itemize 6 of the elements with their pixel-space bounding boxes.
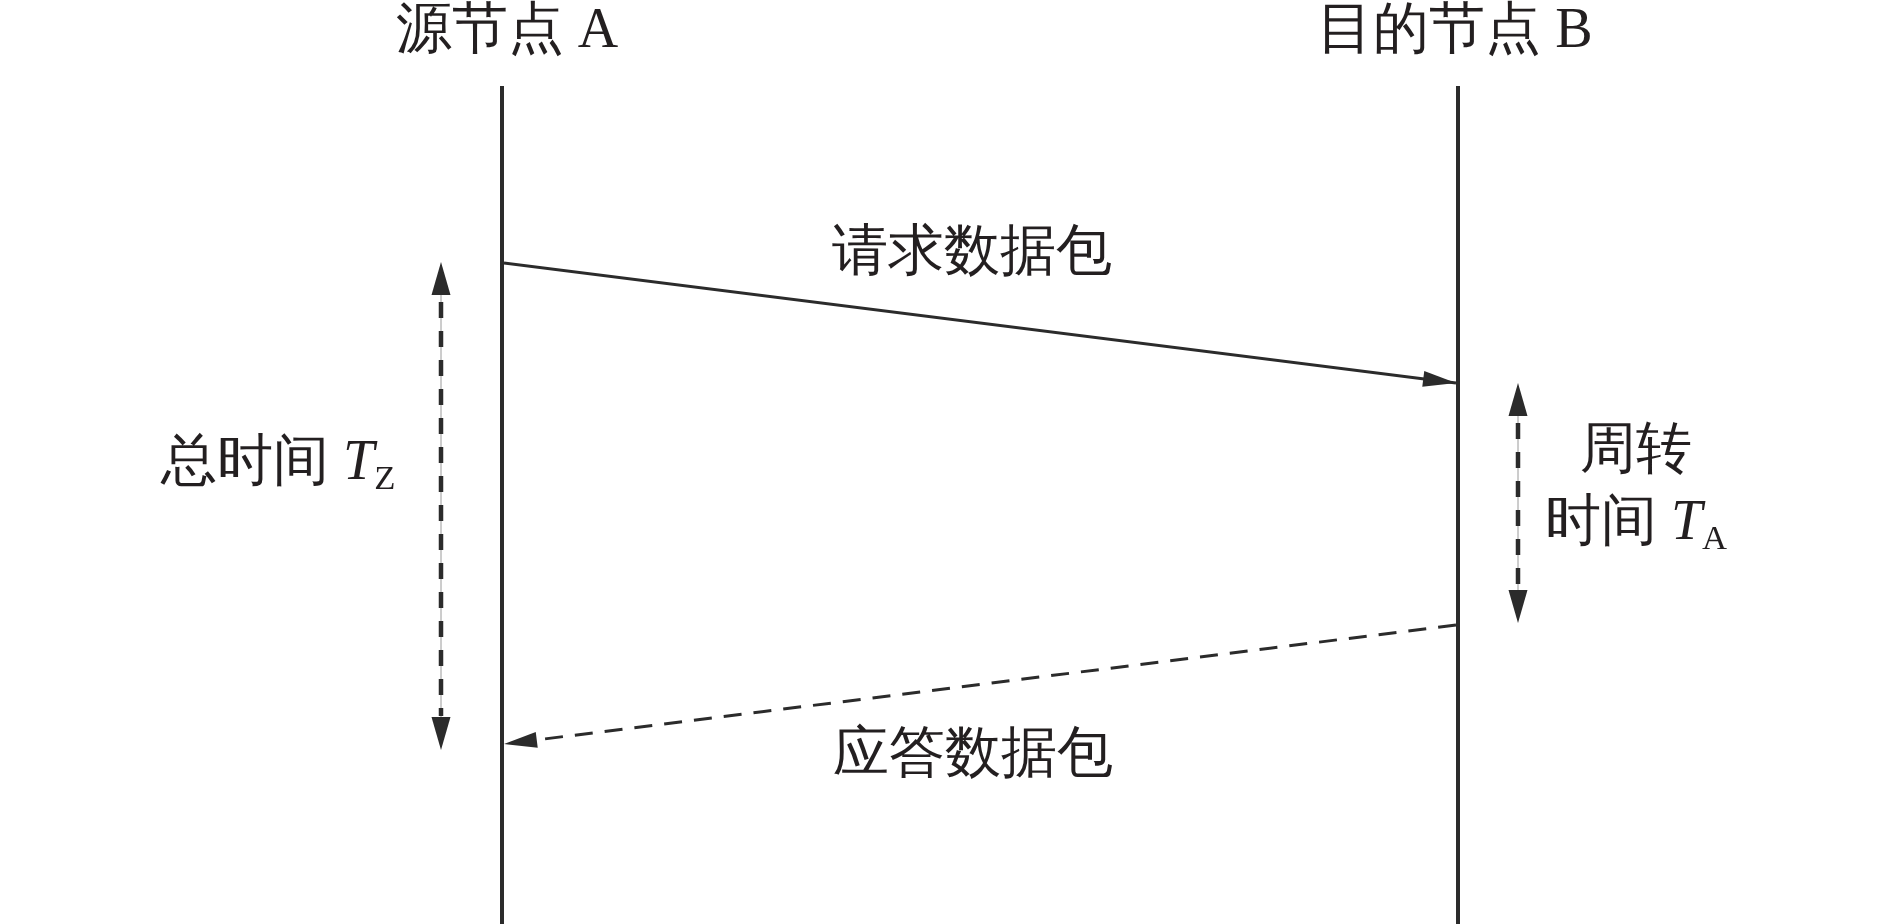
message-arrow (503, 261, 1457, 387)
node-heading: 目的节点 B (1317, 0, 1593, 56)
time-label: 周转时间 T$_{A}$ (1543, 416, 1729, 556)
time-label: 总时间 T$_{Z}$ (161, 430, 396, 492)
node-heading: 源节点 A (395, 0, 619, 56)
message-arrow (503, 623, 1457, 748)
